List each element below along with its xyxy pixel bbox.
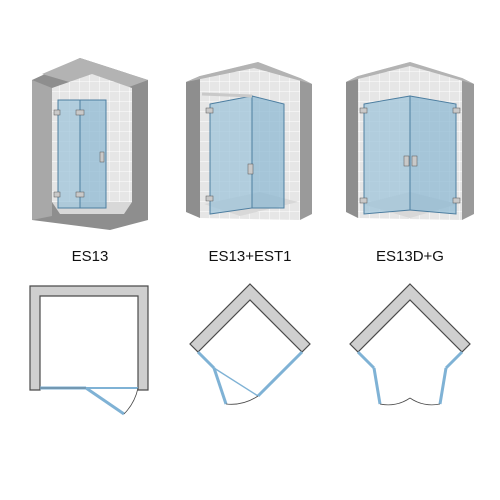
plan-es13d-g	[349, 283, 471, 406]
right-door-glass-panel	[409, 95, 457, 215]
left-wall	[186, 76, 200, 218]
hinge-icon	[452, 107, 461, 114]
door-fixed-line	[196, 350, 216, 370]
wall-outline	[189, 283, 311, 353]
right-wall	[462, 78, 474, 220]
model-label-es13-est1: ES13+EST1	[208, 248, 292, 265]
door-open-leaf	[85, 386, 125, 416]
hinge-icon	[359, 197, 368, 204]
right-wall	[300, 78, 312, 220]
door-closed-line	[213, 367, 259, 397]
door-glass-panel	[209, 95, 253, 215]
door-open-leaf	[212, 367, 228, 405]
hinge-icon	[75, 191, 85, 198]
wall-top	[186, 62, 312, 84]
wall-outline	[29, 285, 149, 391]
left-door-glass-panel	[363, 95, 411, 215]
handle-icon	[403, 155, 410, 167]
wall-outline	[349, 283, 471, 353]
left-wall	[32, 80, 52, 220]
hinge-icon	[452, 197, 461, 204]
hinge-icon	[205, 107, 214, 114]
handle-icon	[247, 163, 254, 175]
door-swing-arc-icon	[379, 397, 411, 406]
model-label-es13d-g: ES13D+G	[376, 248, 444, 265]
hinge-icon	[205, 195, 214, 202]
render-es13	[32, 58, 148, 230]
right-fixed-line	[444, 350, 464, 370]
render-es13-est1	[186, 62, 312, 220]
hinge-icon	[75, 109, 85, 116]
render-es13d-g	[346, 62, 474, 220]
door-swing-arc-icon	[123, 387, 139, 415]
stabilizer-bar-icon	[201, 92, 253, 98]
left-wall	[346, 76, 358, 218]
model-label-es13: ES13	[71, 248, 109, 265]
left-fixed-line	[356, 350, 376, 370]
door-swing-arc-icon	[409, 397, 441, 406]
wall-bracket-icon	[53, 109, 61, 116]
plan-es13-est1	[189, 283, 311, 405]
door-swing-arc-icon	[225, 395, 259, 405]
handle-icon	[411, 155, 418, 167]
hinge-icon	[359, 107, 368, 114]
wall-bracket-icon	[53, 191, 61, 198]
right-door-open-leaf	[438, 367, 448, 405]
side-glass-panel	[251, 95, 285, 209]
handle-icon	[99, 151, 105, 163]
left-door-open-leaf	[372, 367, 382, 405]
side-panel-line	[256, 350, 304, 398]
plan-es13	[29, 285, 149, 416]
wall-top	[346, 62, 474, 84]
